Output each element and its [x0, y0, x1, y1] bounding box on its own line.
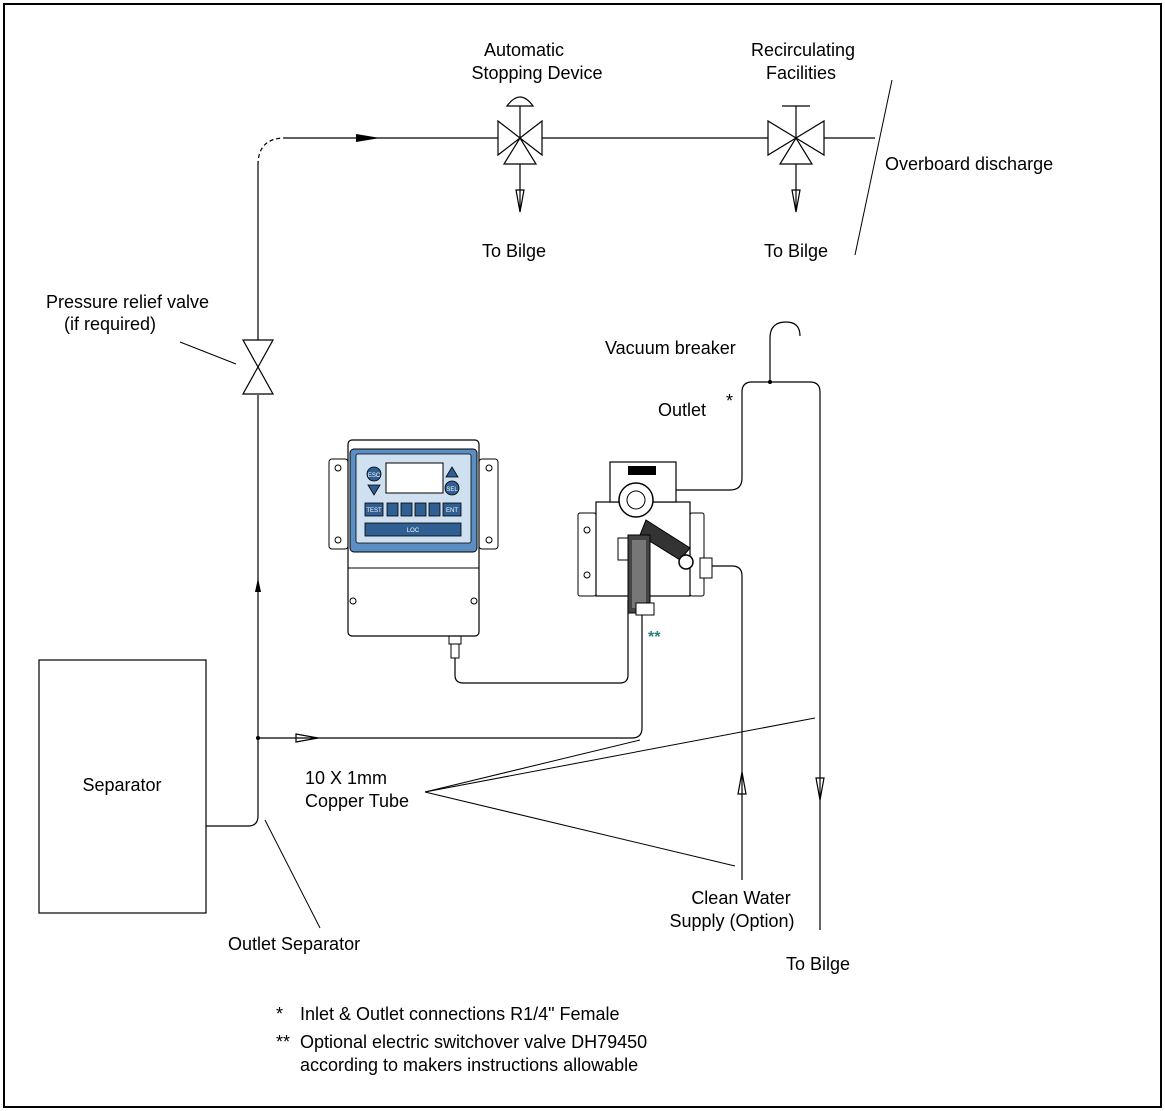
- diagram-frame: [3, 3, 1162, 1108]
- prv-label-line2: (if required): [64, 314, 156, 334]
- clean-water-pipe: [712, 565, 743, 880]
- separator-outlet-pipe: [206, 395, 259, 827]
- vacuum-breaker: [769, 321, 801, 382]
- sample-tap-junction: [256, 736, 260, 740]
- key-loc-label: LOC: [407, 528, 420, 534]
- separator-label: Separator: [82, 775, 161, 795]
- note2-text-line2: according to makers instructions allowab…: [300, 1055, 638, 1075]
- copper-tube-label-line2: Copper Tube: [305, 791, 409, 811]
- notes-block: * Inlet & Outlet connections R1/4" Femal…: [276, 1004, 647, 1075]
- key-test-label: TEST: [366, 508, 382, 514]
- pressure-relief-valve: [241, 339, 275, 395]
- sample-line-riser: [631, 615, 643, 739]
- outlet-star: *: [726, 391, 733, 411]
- copper-tube-leaders: [424, 717, 816, 867]
- outlet-label: Outlet: [658, 400, 706, 420]
- key-ent-label: ENT: [446, 508, 458, 514]
- key-esc-label: ESC: [368, 473, 381, 479]
- outlet-separator-label: Outlet Separator: [228, 934, 360, 954]
- copper-tube-label-line1: 10 X 1mm: [305, 768, 387, 788]
- note2-mark: **: [276, 1032, 290, 1052]
- recirculating-valve: [767, 105, 825, 213]
- to-bilge-label-1: To Bilge: [482, 241, 546, 261]
- auto-stop-label-line1: Automatic: [484, 40, 564, 60]
- auto-stop-label-line2: Stopping Device: [471, 63, 602, 83]
- note2-text-line1: Optional electric switchover valve DH794…: [300, 1032, 647, 1052]
- key-sel-label: SEL: [446, 487, 458, 493]
- switchover-mark: **: [648, 629, 661, 646]
- flow-arrow-right-top: [356, 134, 380, 142]
- note1-text: Inlet & Outlet connections R1/4" Female: [300, 1004, 620, 1024]
- vacuum-breaker-label: Vacuum breaker: [605, 338, 736, 358]
- flow-arrow-down-bilge: [815, 777, 825, 801]
- vacuum-breaker-junction: [768, 380, 772, 384]
- clean-water-label-line1: Clean Water: [691, 888, 790, 908]
- oil-content-monitor: ESC SEL TEST ENT LOC: [328, 439, 499, 659]
- cell-outlet-pipe: [676, 381, 821, 930]
- recirc-label-line2: Facilities: [766, 63, 836, 83]
- recirc-label-line1: Recirculating: [751, 40, 855, 60]
- clean-water-label-line2: Supply (Option): [669, 911, 794, 931]
- discharge-pipe-dashed-bend: [257, 137, 286, 166]
- measuring-cell: [577, 461, 713, 616]
- automatic-stopping-valve: [497, 96, 543, 213]
- prv-leader: [179, 341, 237, 365]
- outlet-separator-leader: [264, 819, 321, 929]
- to-bilge-label-2: To Bilge: [764, 241, 828, 261]
- ship-side-line: [854, 79, 893, 256]
- flow-arrow-up: [255, 578, 261, 592]
- signal-cable: [454, 600, 629, 684]
- to-bilge-label-3: To Bilge: [786, 954, 850, 974]
- prv-label-line1: Pressure relief valve: [46, 292, 209, 312]
- note1-mark: *: [276, 1004, 283, 1024]
- separator-box: [38, 659, 207, 914]
- overboard-label: Overboard discharge: [885, 154, 1053, 174]
- flow-arrow-right-sample: [295, 733, 319, 743]
- flow-arrow-up-clean-water: [737, 771, 747, 795]
